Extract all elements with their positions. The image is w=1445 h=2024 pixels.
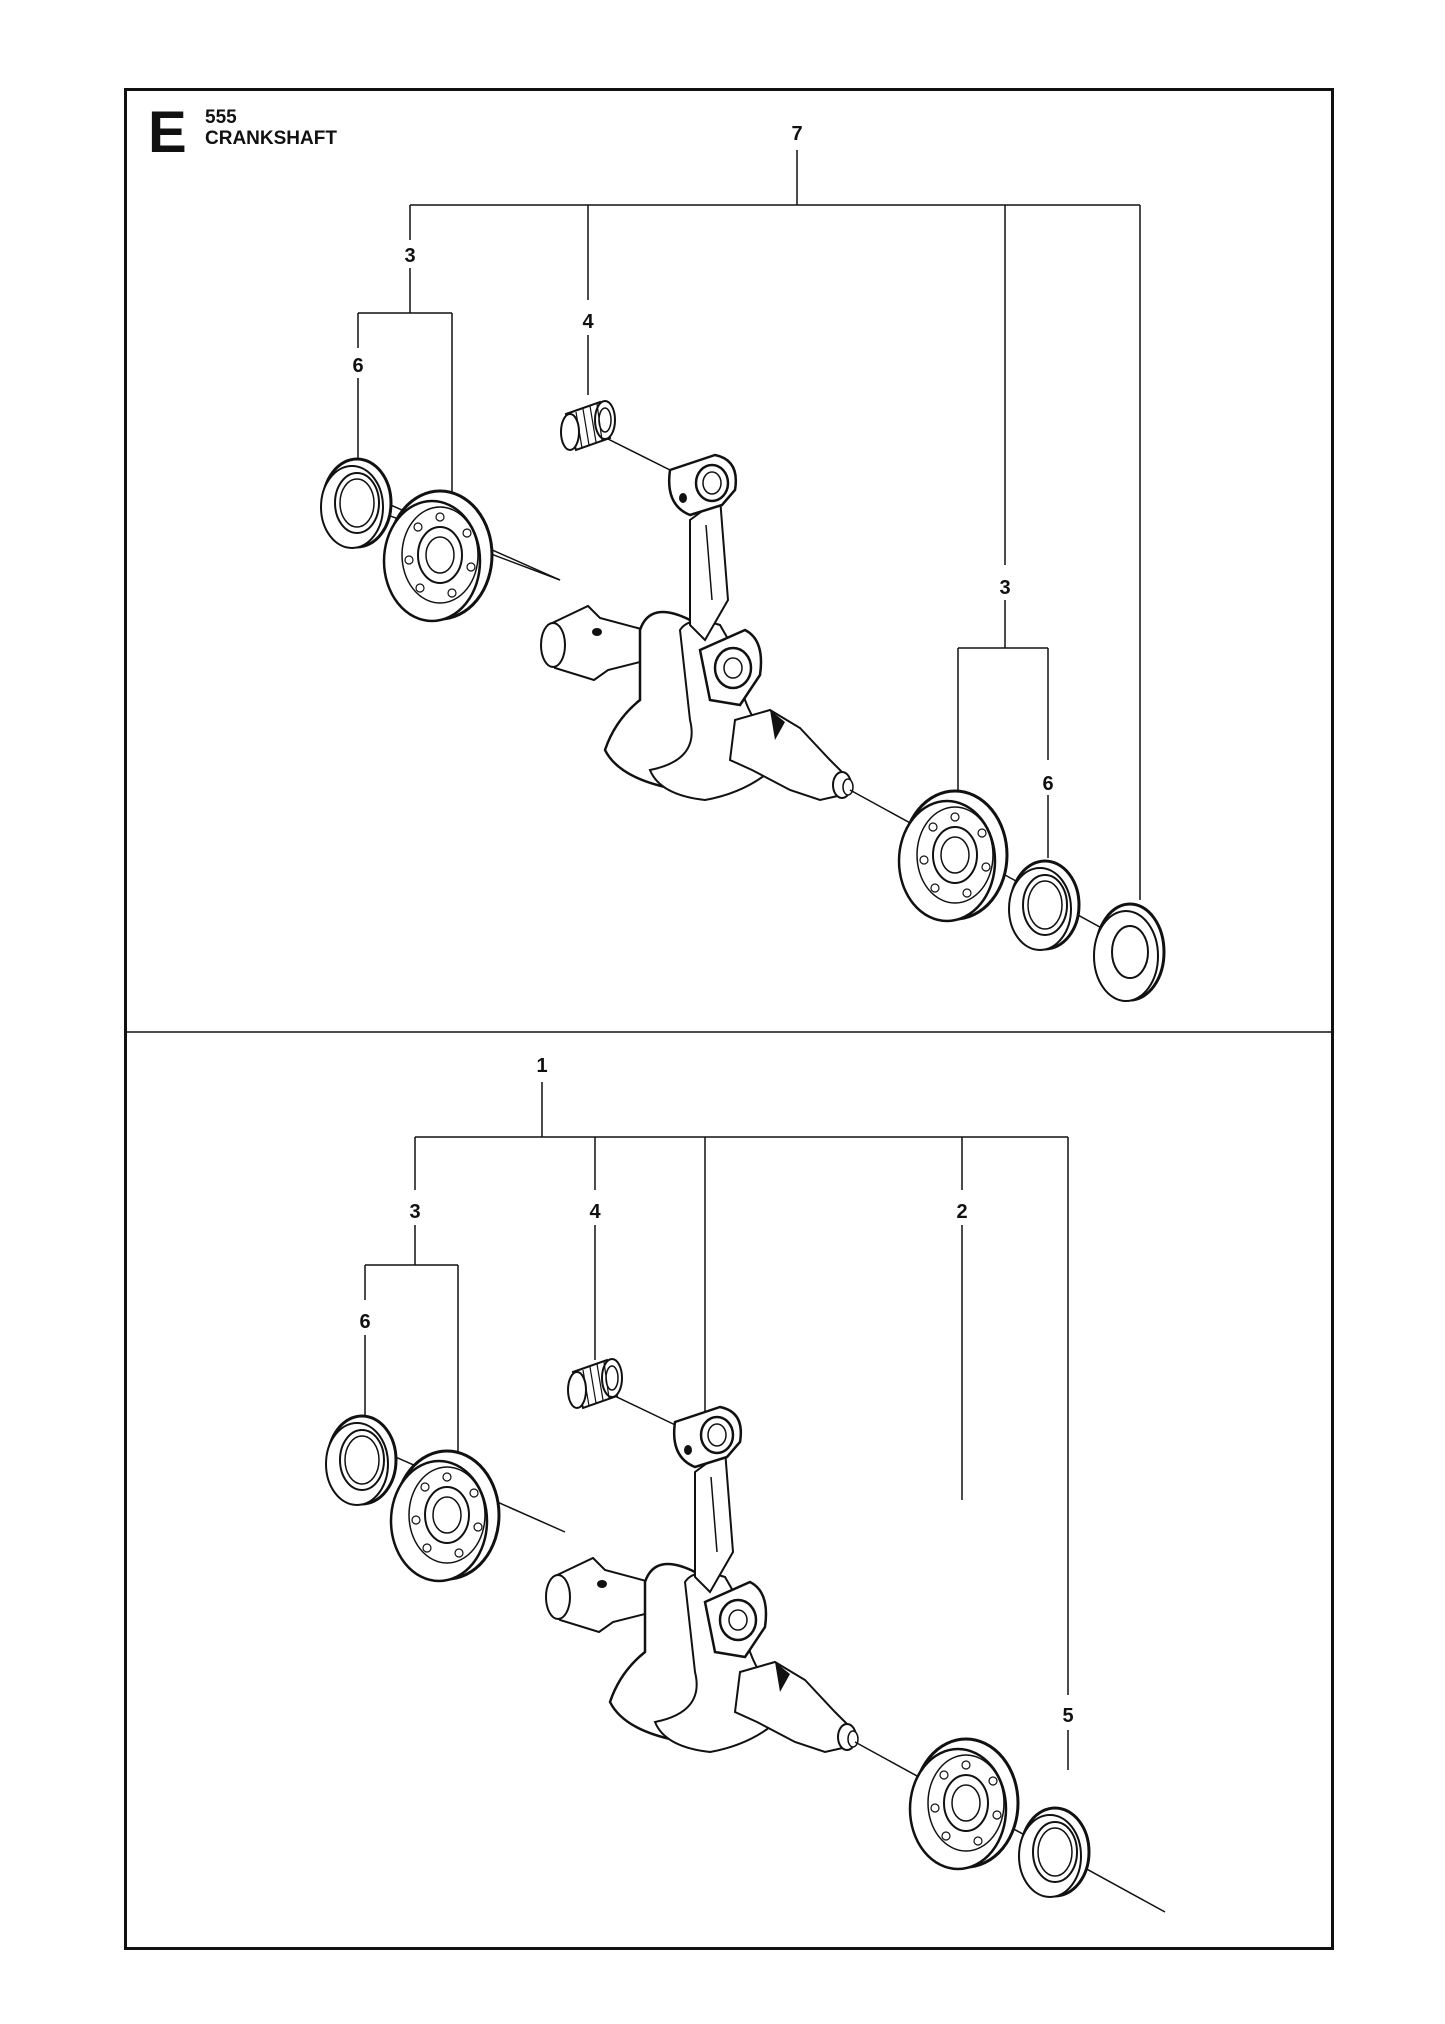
top-panel: 7 3 4 6 3 6	[319, 123, 1166, 1003]
callout-3-right: 3	[999, 577, 1010, 599]
callout-3-upper-left: 3	[404, 245, 415, 267]
callout-6-right: 6	[1042, 773, 1053, 795]
callout-4: 4	[589, 1201, 601, 1223]
diagram-title: CRANKSHAFT	[205, 128, 337, 149]
callout-4: 4	[582, 311, 594, 333]
callout-6: 6	[359, 1311, 370, 1333]
callout-6-left: 6	[352, 355, 363, 377]
model-number: 555	[205, 107, 237, 128]
callout-2: 2	[956, 1201, 967, 1223]
section-letter: E	[148, 100, 187, 165]
callout-3: 3	[409, 1201, 420, 1223]
callout-7: 7	[791, 123, 802, 145]
callout-1: 1	[536, 1055, 547, 1077]
callout-5: 5	[1062, 1705, 1073, 1727]
bottom-panel: 1 3 4 2 6 5	[324, 1055, 1167, 1914]
diagram-frame	[124, 88, 1334, 1950]
